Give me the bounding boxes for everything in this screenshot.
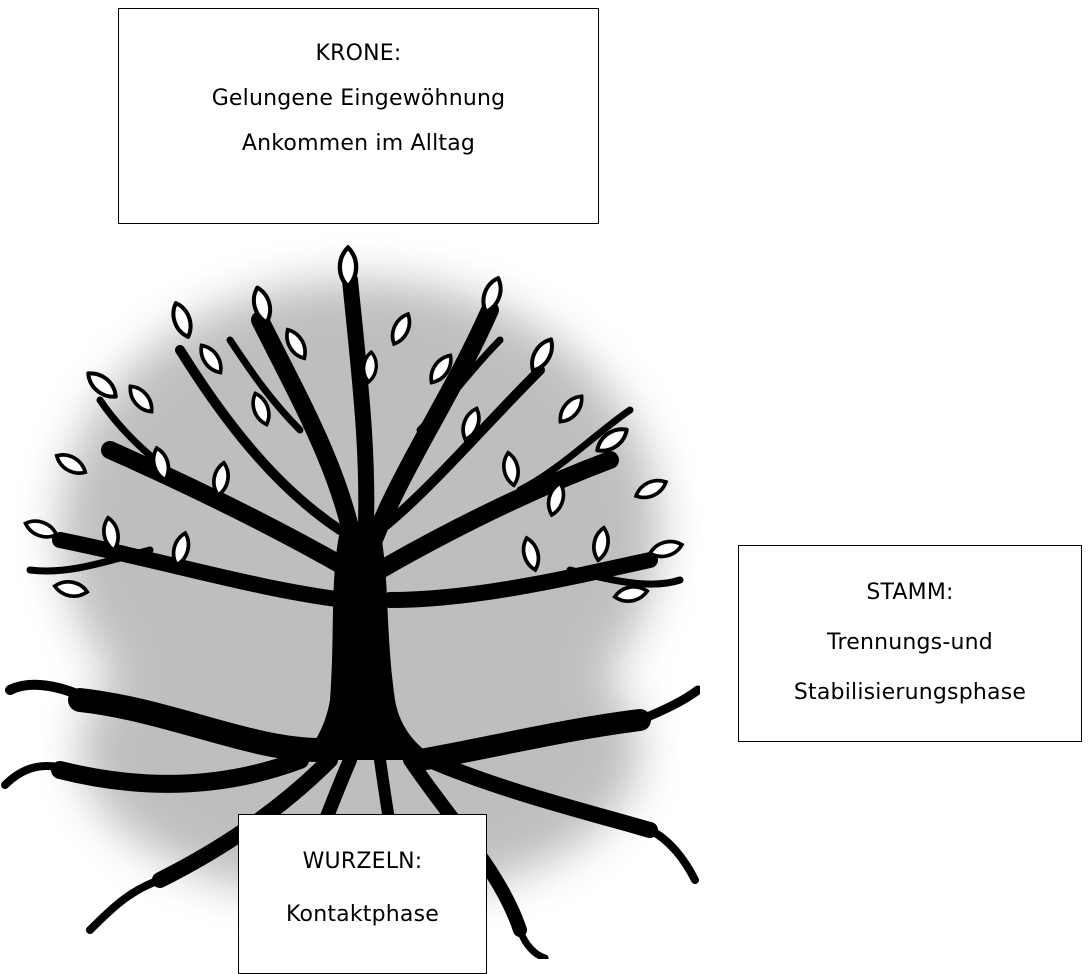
krone-title: KRONE: [119,31,598,76]
stamm-line-2: Stabilisierungsphase [739,668,1081,718]
krone-label-box: KRONE: Gelungene Eingewöhnung Ankommen i… [118,8,599,224]
wurzeln-label-box: WURZELN: Kontaktphase [238,814,487,974]
stamm-title: STAMM: [739,568,1081,618]
wurzeln-line-1: Kontaktphase [239,888,486,941]
wurzeln-title: WURZELN: [239,835,486,888]
krone-line-2: Ankommen im Alltag [119,121,598,166]
krone-line-1: Gelungene Eingewöhnung [119,76,598,121]
stamm-line-1: Trennungs-und [739,618,1081,668]
stamm-label-box: STAMM: Trennungs-und Stabilisierungsphas… [738,545,1082,742]
